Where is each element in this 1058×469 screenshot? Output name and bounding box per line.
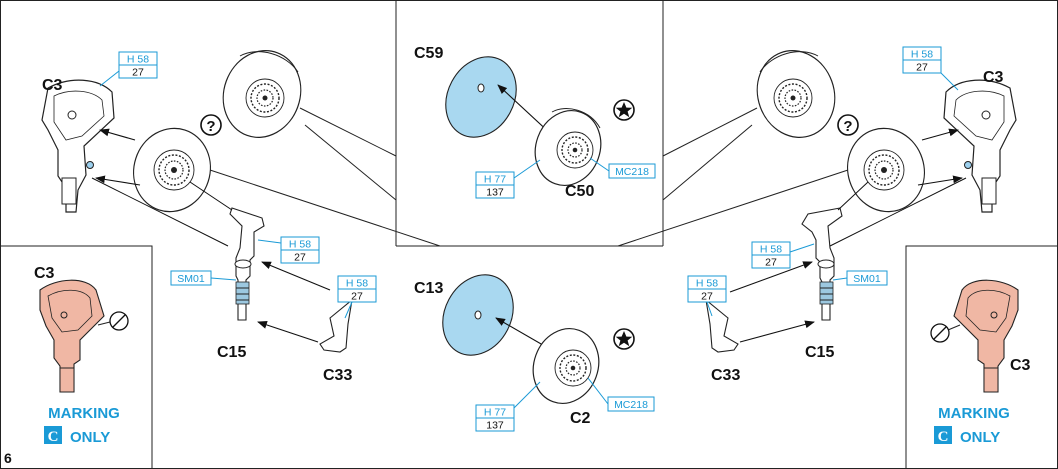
question-mark-text: ? [206,118,215,135]
left-yoke-c3 [41,79,115,213]
paint-box-right-strut: H 58 27 [751,241,815,269]
step-number: 6 [4,450,12,466]
marking-letter: C [48,429,59,445]
paint-box-right-yoke: H 58 27 [902,46,959,91]
marking-letter: C [938,429,949,445]
callout-lines [209,107,849,247]
question-icon-left: ? [200,114,222,136]
inset-label-right-c3: C3 [1010,357,1031,374]
marking-label: MARKING [938,405,1010,422]
paint-code-h58: H 58 [760,244,782,256]
left-zoom-tire [222,50,302,138]
paint-box-c50-mc218: MC218 [589,157,656,179]
paint-box-left-arm: H 58 27 [337,275,377,319]
question-icon-right: ? [837,114,859,136]
right-strut-c15 [801,207,843,321]
paint-code-h58: H 58 [911,49,933,61]
star-icon-lower [613,328,635,350]
part-label-c59: C59 [414,45,443,62]
part-label-left-c3: C3 [42,77,63,94]
right-wheel [847,127,925,213]
paint-box-left-yoke: H 58 27 [99,51,158,87]
part-label-right-c15: C15 [805,344,834,361]
paint-code-137: 137 [486,420,504,432]
paint-code-h58: H 58 [346,278,368,290]
cut-icon-left [109,311,129,331]
cut-icon-right [930,323,950,343]
paint-code-mc218: MC218 [614,399,648,411]
marking-right: MARKING C ONLY [934,405,1010,446]
part-label-left-c15: C15 [217,344,246,361]
hub-cap-c59 [445,56,517,138]
part-label-right-c3: C3 [983,69,1004,86]
wheel-c2 [532,328,600,404]
part-label-c13: C13 [414,280,443,297]
paint-box-right-sm01: SM01 [832,270,888,286]
paint-code-137: 137 [486,187,504,199]
paint-code-27: 27 [765,257,777,269]
paint-code-27: 27 [916,62,928,74]
part-label-c2: C2 [570,410,591,427]
paint-box-c2-h77: H 77 137 [475,381,541,432]
part-label-left-c33: C33 [323,367,352,384]
inset-left-yoke [39,279,111,393]
left-wheel [133,127,211,213]
inset-right-yoke [947,279,1019,393]
marking-only: ONLY [960,429,1000,446]
left-arrows [91,128,331,343]
marking-label: MARKING [48,405,120,422]
paint-box-c2-mc218: MC218 [587,377,655,412]
paint-code-27: 27 [351,291,363,303]
paint-code-h77: H 77 [484,174,506,186]
paint-code-27: 27 [294,252,306,264]
marking-left: MARKING C ONLY [44,405,120,446]
right-arrows [729,128,967,343]
paint-code-sm01: SM01 [853,273,881,285]
paint-box-c50-h77: H 77 137 [475,159,541,199]
paint-box-left-strut: H 58 27 [257,236,320,264]
hub-cap-c13 [442,274,514,356]
paint-box-right-arm: H 58 27 [687,275,727,317]
paint-box-left-sm01: SM01 [170,270,237,286]
part-label-right-c33: C33 [711,367,740,384]
right-arm-c33 [705,298,739,353]
paint-code-sm01: SM01 [177,273,205,285]
paint-code-h77: H 77 [484,407,506,419]
right-yoke-c3 [943,79,1017,213]
paint-code-h58: H 58 [696,278,718,290]
question-mark-text: ? [843,118,852,135]
wheel-c50 [534,108,602,186]
marking-only: ONLY [70,429,110,446]
star-icon-upper [613,99,635,121]
paint-code-h58: H 58 [289,239,311,251]
part-label-c50: C50 [565,183,594,200]
paint-code-27: 27 [132,67,144,79]
left-arm-c33 [319,298,353,353]
right-zoom-tire [756,50,836,138]
paint-code-mc218: MC218 [615,166,649,178]
inset-label-left-c3: C3 [34,265,55,282]
paint-code-h58: H 58 [127,54,149,66]
left-strut-c15 [229,207,265,321]
paint-code-27: 27 [701,291,713,303]
